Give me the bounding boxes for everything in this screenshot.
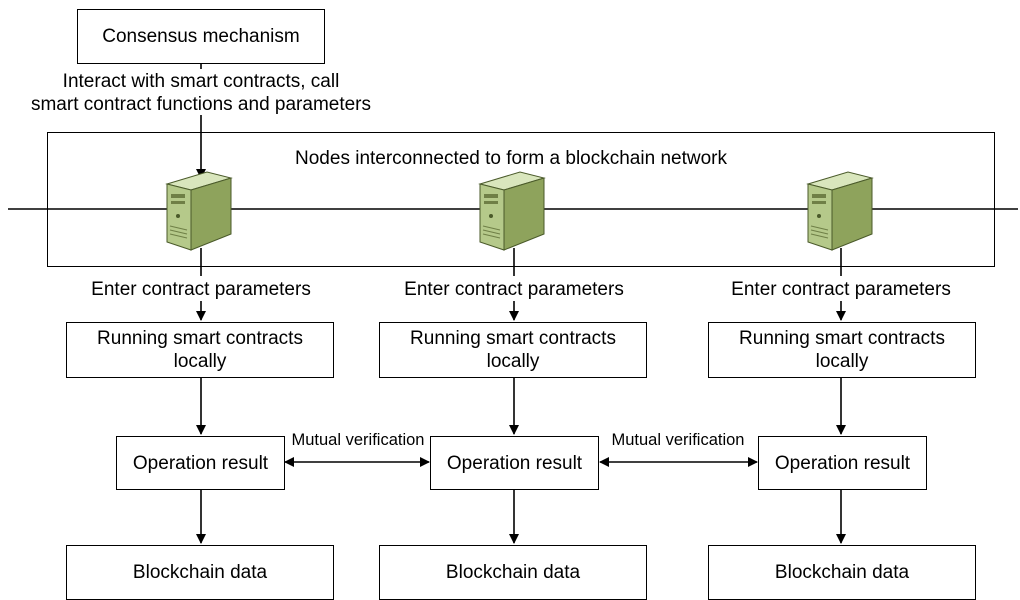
blockchain-data-box: Blockchain data [379, 545, 647, 600]
blockchain-network-frame [47, 132, 995, 267]
server-icon [806, 171, 874, 251]
running-contracts-box: Running smart contracts locally [708, 322, 976, 378]
operation-result-box: Operation result [430, 436, 599, 490]
interact-note-line2: smart contract functions and parameters [30, 94, 372, 115]
server-icon [478, 171, 546, 251]
network-label: Nodes interconnected to form a blockchai… [295, 148, 727, 169]
operation-result-label: Operation result [446, 452, 583, 474]
interact-note-line1: Interact with smart contracts, call [62, 71, 340, 92]
enter-params-label: Enter contract parameters [731, 279, 951, 300]
running-line2: locally [815, 351, 869, 372]
running-contracts-box: Running smart contracts locally [379, 322, 647, 378]
operation-result-label: Operation result [132, 452, 269, 474]
blockchain-data-box: Blockchain data [708, 545, 976, 600]
running-line1: Running smart contracts [739, 328, 945, 349]
blockchain-data-label: Blockchain data [445, 562, 581, 583]
mutual-verification-label: Mutual verification [291, 431, 425, 449]
consensus-label: Consensus mechanism [102, 26, 300, 47]
enter-params-label: Enter contract parameters [91, 279, 311, 300]
blockchain-data-box: Blockchain data [66, 545, 334, 600]
operation-result-label: Operation result [774, 452, 911, 474]
server-icon [165, 171, 233, 251]
enter-params-label: Enter contract parameters [404, 279, 624, 300]
blockchain-data-label: Blockchain data [132, 562, 268, 583]
running-line1: Running smart contracts [410, 328, 616, 349]
operation-result-box: Operation result [758, 436, 927, 490]
consensus-box: Consensus mechanism [77, 9, 325, 64]
running-line2: locally [173, 351, 227, 372]
running-line2: locally [486, 351, 540, 372]
running-line1: Running smart contracts [97, 328, 303, 349]
operation-result-box: Operation result [116, 436, 285, 490]
mutual-verification-label: Mutual verification [611, 431, 745, 449]
blockchain-data-label: Blockchain data [774, 562, 910, 583]
running-contracts-box: Running smart contracts locally [66, 322, 334, 378]
